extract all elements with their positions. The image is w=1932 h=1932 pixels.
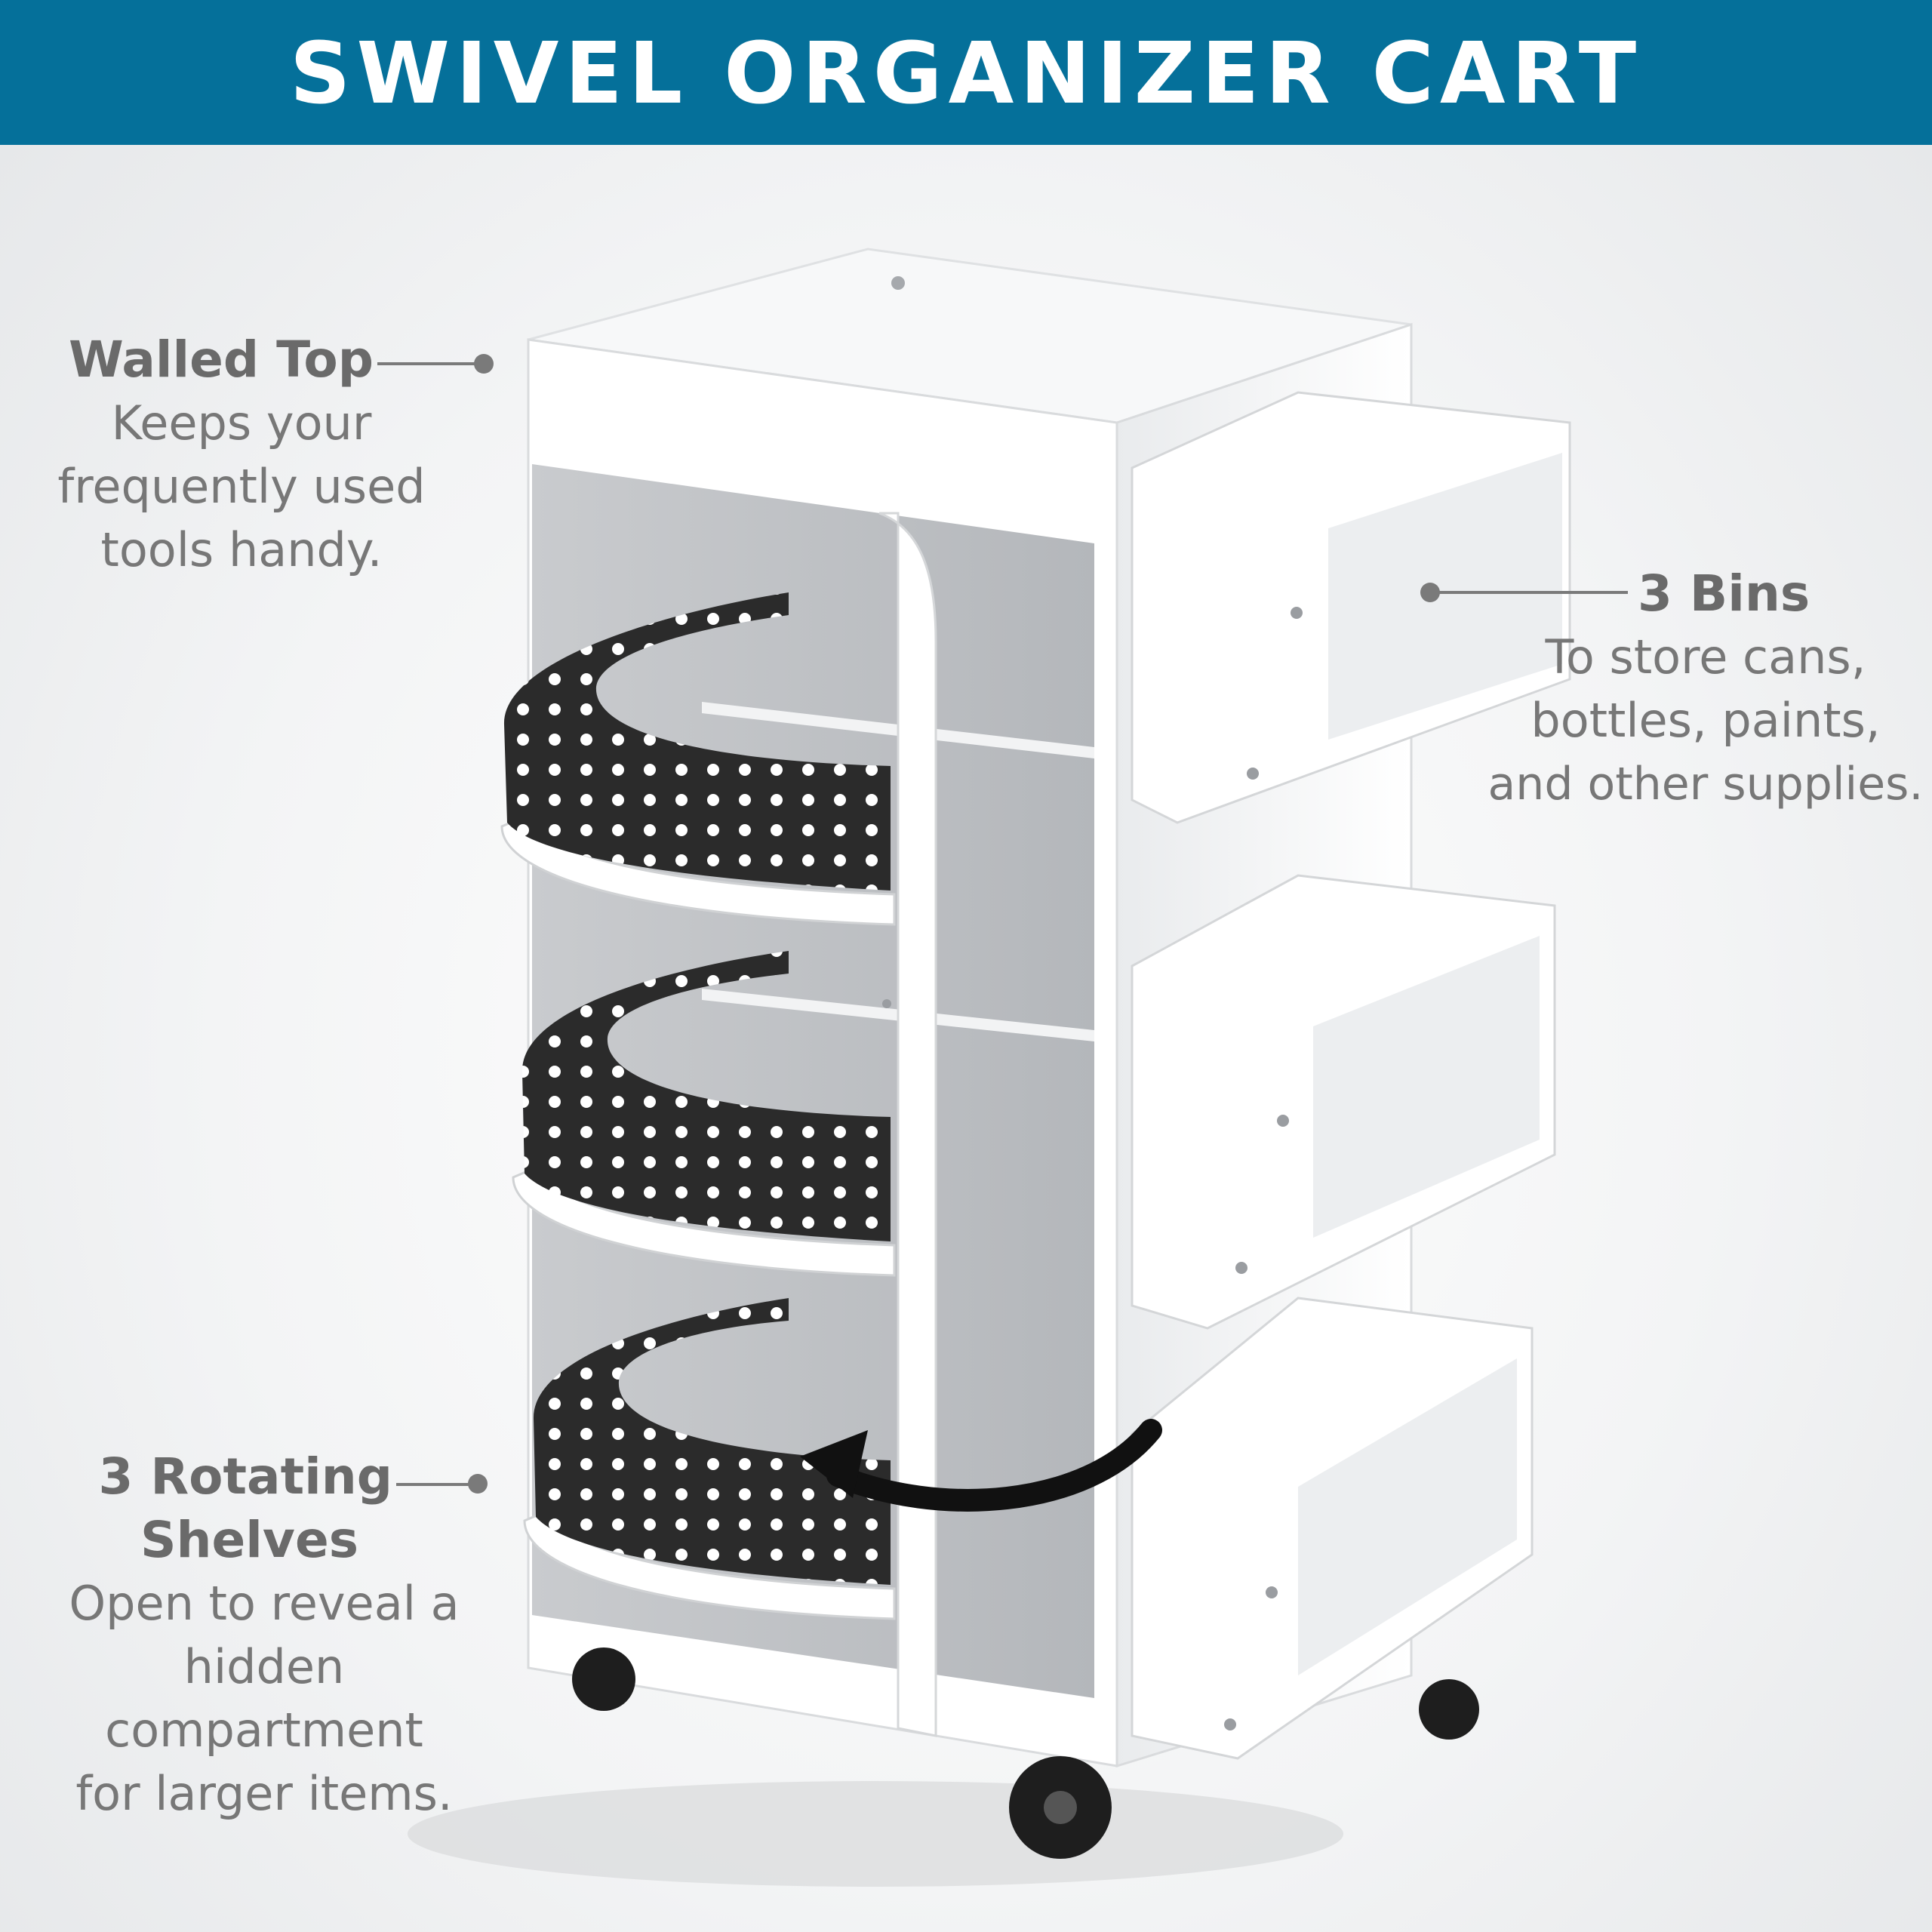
callout-bins: 3 Bins To store cans, bottles, paints, a… [1479,562,1932,816]
shelves-leader-dot [468,1474,488,1494]
callout-bins-line-2: bottles, paints, [1531,693,1881,748]
callout-walled-top-line-3: tools handy. [100,522,383,577]
callout-bins-line-1: To store cans, [1545,629,1866,685]
callout-shelves-line-1: Open to reveal a [69,1576,460,1631]
callout-shelves-line-2: hidden compartment [105,1639,423,1758]
callout-bins-line-3: and other supplies. [1487,758,1924,811]
walled-top-leader-line [377,362,479,365]
callout-shelves-heading-2: Shelves [140,1511,358,1569]
wheels [572,1647,1479,1859]
callout-shelves-heading-1: 3 Rotating [98,1447,392,1506]
callout-bins-heading: 3 Bins [1638,565,1810,623]
callout-walled-top-heading: Walled Top [68,331,374,389]
bins-leader-line [1430,591,1628,594]
page-title: SWIVEL ORGANIZER CART [289,25,1643,123]
shelves-leader-line [396,1483,472,1486]
callout-walled-top-line-2: frequently used [57,459,426,514]
callout-walled-top: Walled Top Keeps your frequently used to… [45,328,438,582]
floor-shadow [408,1781,1343,1887]
walled-top-leader-dot [474,354,494,374]
callout-shelves-line-3: for larger items. [75,1766,453,1821]
callout-walled-top-line-1: Keeps your [111,395,372,451]
rotation-arrow-icon [800,1419,1162,1512]
bins [1131,391,1571,1760]
rotating-shelves [500,592,896,1620]
callout-rotating-shelves: 3 Rotating Shelves Open to reveal a hidd… [30,1445,498,1826]
title-banner: SWIVEL ORGANIZER CART [0,0,1932,145]
